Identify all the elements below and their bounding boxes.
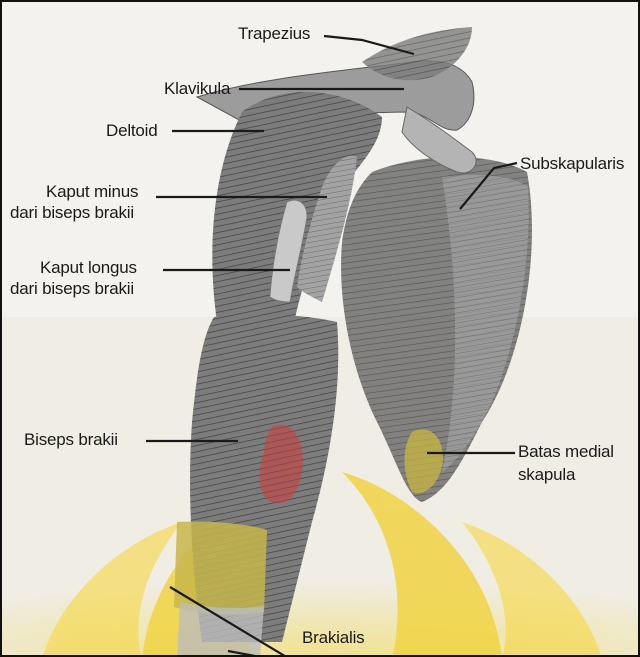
brakialis-muscle [174, 521, 267, 614]
label-deltoid: Deltoid [106, 121, 158, 140]
label-kaput-minus-line2: dari biseps brakii [10, 203, 134, 222]
label-klavikula: Klavikula [164, 79, 230, 98]
forearm-tendons [177, 602, 264, 657]
label-trapezius: Trapezius [238, 24, 310, 43]
label-kaput-longus-line2: dari biseps brakii [10, 279, 134, 298]
label-kaput-minus-line1: Kaput minus [46, 182, 138, 201]
label-subskapularis: Subskapularis [520, 154, 624, 173]
label-batas-medial-line1: Batas medial [518, 442, 614, 461]
label-kaput-longus-line1: Kaput longus [40, 258, 137, 277]
label-batas-medial-line2: skapula [518, 465, 575, 484]
label-brakialis: Brakialis [302, 628, 364, 647]
label-biseps-brakii: Biseps brakii [24, 430, 118, 449]
